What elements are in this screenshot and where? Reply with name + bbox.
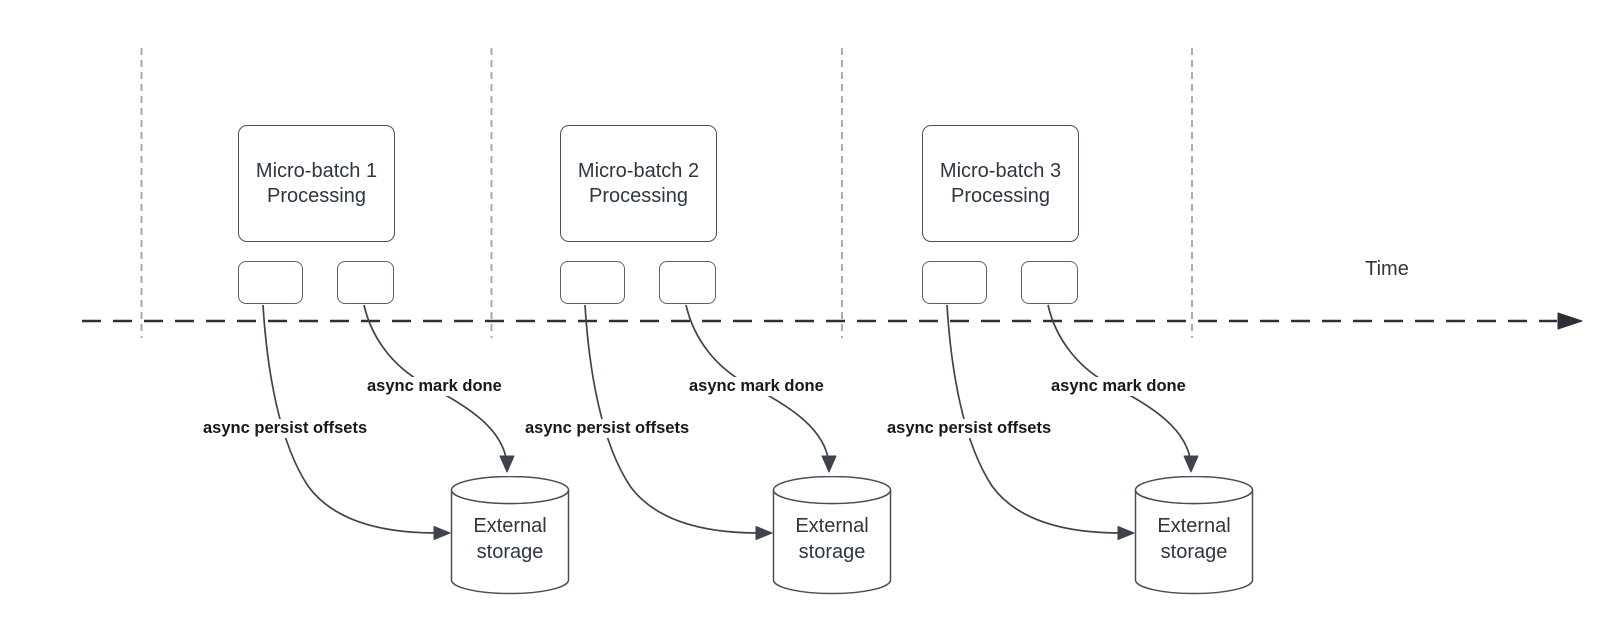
persist-offsets-task-box-3 xyxy=(922,261,987,304)
micro-batch-1-processing-box: Micro-batch 1 Processing xyxy=(238,125,395,242)
persist-offsets-task-box-2 xyxy=(560,261,625,304)
persist-offsets-arrowhead-icon-2 xyxy=(755,526,773,540)
mark-done-task-box-3 xyxy=(1021,261,1078,304)
persist-offsets-task-box-1 xyxy=(238,261,303,304)
mark-done-arrowhead-icon-1 xyxy=(499,455,515,473)
persist-offsets-label-2: async persist offsets xyxy=(522,419,693,438)
time-axis-arrowhead-icon xyxy=(1557,312,1583,330)
micro-batch-1-title-line1: Micro-batch 1 xyxy=(255,159,378,182)
mark-done-arrowhead-icon-3 xyxy=(1183,455,1199,473)
micro-batch-2-processing-box: Micro-batch 2 Processing xyxy=(560,125,717,242)
micro-batch-2-title-line1: Micro-batch 2 xyxy=(577,159,700,182)
mark-done-arrowhead-icon-2 xyxy=(821,455,837,473)
micro-batch-3-processing-box: Micro-batch 3 Processing xyxy=(922,125,1079,242)
micro-batch-3-title-line1: Micro-batch 3 xyxy=(939,159,1062,182)
mark-done-label-1: async mark done xyxy=(364,377,505,396)
cylinder-shape-icon xyxy=(772,476,892,595)
persist-offsets-connector-3 xyxy=(946,304,1122,534)
mark-done-task-box-2 xyxy=(659,261,716,304)
persist-offsets-connector-2 xyxy=(584,304,760,534)
persist-offsets-connector-1 xyxy=(262,304,438,534)
external-storage-cylinder-1: External storage xyxy=(450,476,570,596)
mark-done-label-2: async mark done xyxy=(686,377,827,396)
mark-done-task-box-1 xyxy=(337,261,394,304)
persist-offsets-arrowhead-icon-3 xyxy=(1117,526,1135,540)
time-axis-label: Time xyxy=(1365,258,1409,280)
external-storage-label-3: External storage xyxy=(1157,515,1231,563)
persist-offsets-arrowhead-icon-1 xyxy=(433,526,451,540)
persist-offsets-label-3: async persist offsets xyxy=(884,419,1055,438)
cylinder-shape-icon xyxy=(1134,476,1254,595)
external-storage-label-2: External storage xyxy=(795,515,869,563)
external-storage-cylinder-3: External storage xyxy=(1134,476,1254,596)
micro-batch-1-title-line2: Processing xyxy=(267,184,366,207)
cylinder-shape-icon xyxy=(450,476,570,595)
micro-batch-3-title-line2: Processing xyxy=(951,184,1050,207)
external-storage-label-1: External storage xyxy=(473,515,547,563)
persist-offsets-label-1: async persist offsets xyxy=(200,419,371,438)
mark-done-label-3: async mark done xyxy=(1048,377,1189,396)
micro-batch-2-title-line2: Processing xyxy=(589,184,688,207)
external-storage-cylinder-2: External storage xyxy=(772,476,892,596)
